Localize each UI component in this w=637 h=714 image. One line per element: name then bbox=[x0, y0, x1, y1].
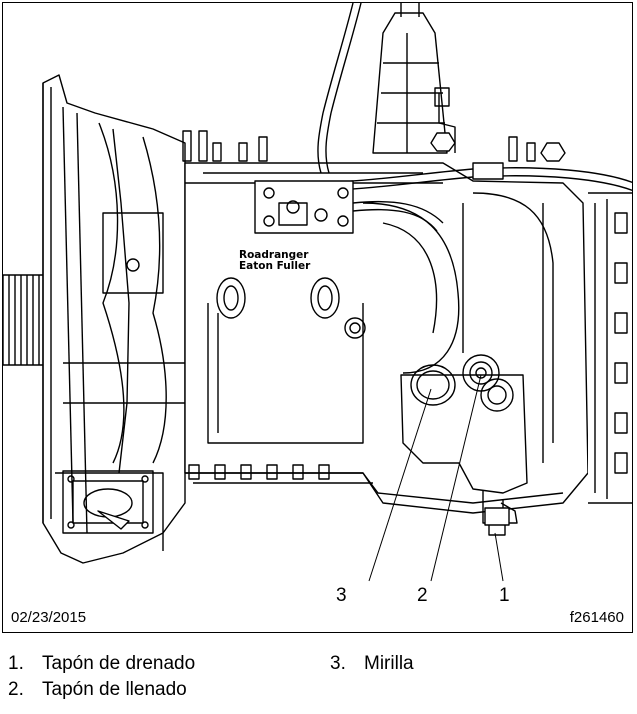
legend-number: 3. bbox=[330, 653, 346, 674]
shift-tower bbox=[372, 3, 456, 154]
rear-housing bbox=[588, 192, 632, 504]
bolts-bottom bbox=[188, 464, 330, 480]
legend-text: Mirilla bbox=[364, 653, 414, 674]
leader-lines bbox=[368, 374, 504, 582]
legend-number: 2. bbox=[8, 679, 24, 700]
drain-plug bbox=[484, 507, 510, 536]
main-case bbox=[184, 162, 589, 514]
top-bolts bbox=[182, 130, 566, 162]
legend-text: Tapón de llenado bbox=[42, 679, 187, 700]
transmission-drawing bbox=[3, 3, 632, 582]
figure-date: 02/23/2015 bbox=[11, 609, 87, 626]
legend-text: Tapón de drenado bbox=[42, 653, 196, 674]
callout-2: 2 bbox=[417, 585, 428, 606]
brand-line-2: Eaton Fuller bbox=[239, 260, 311, 272]
legend-item: 3. Mirilla bbox=[330, 651, 414, 677]
range-valve bbox=[254, 180, 354, 234]
clutch-housing bbox=[42, 74, 186, 564]
legend-item: 2. Tapón de llenado bbox=[8, 677, 195, 703]
legend-right: 3. Mirilla bbox=[330, 651, 414, 677]
figure-id: f261460 bbox=[569, 609, 624, 626]
air-lines bbox=[302, 3, 632, 232]
plug-boss bbox=[400, 354, 528, 524]
input-shaft bbox=[3, 274, 46, 366]
callout-3: 3 bbox=[336, 585, 347, 606]
figure-frame: Roadranger Eaton Fuller 3 2 1 02/23/2015… bbox=[2, 2, 633, 633]
legend-left: 1. Tapón de drenado 2. Tapón de llenado bbox=[8, 651, 195, 703]
brand-label: Roadranger Eaton Fuller bbox=[239, 250, 310, 272]
legend-item: 1. Tapón de drenado bbox=[8, 651, 195, 677]
callout-1: 1 bbox=[499, 585, 510, 606]
legend-number: 1. bbox=[8, 653, 24, 674]
brand-line-1: Roadranger bbox=[239, 249, 309, 261]
